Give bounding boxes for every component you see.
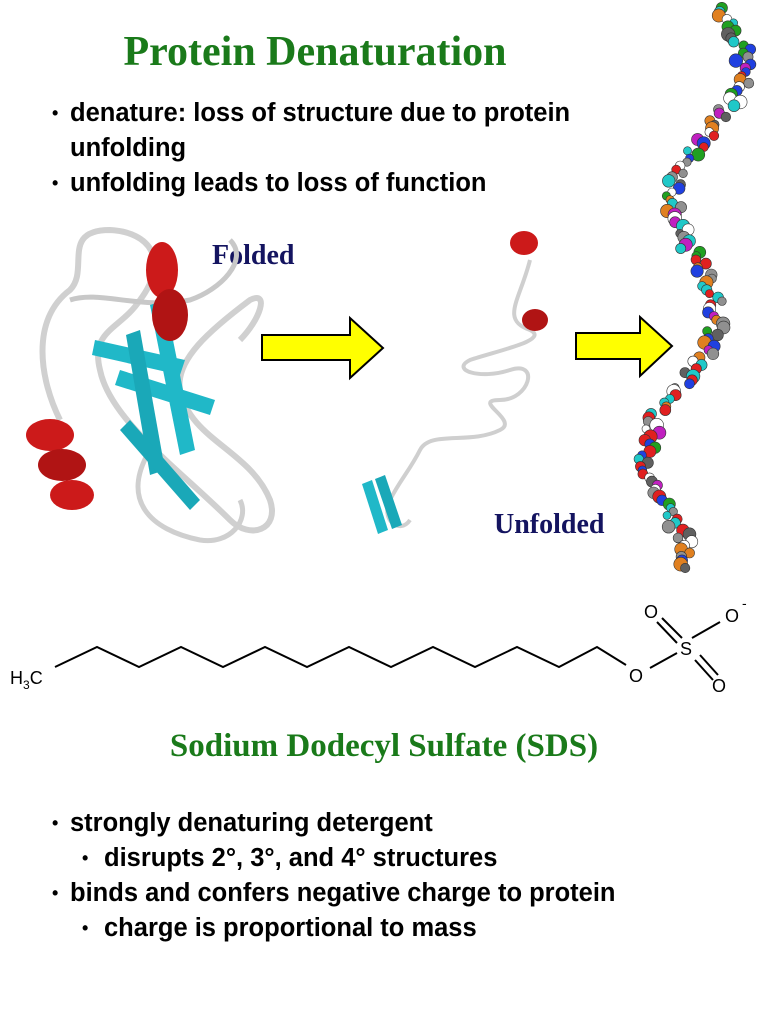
bullet-item: •unfolding leads to loss of function: [52, 166, 612, 201]
chain-atom: [720, 111, 732, 123]
chain-atom: [743, 77, 755, 89]
chem-oxygen-label: O: [644, 602, 658, 622]
folded-label: Folded: [212, 240, 295, 271]
chain-atom: [672, 532, 684, 544]
chem-oxygen-label: O: [712, 676, 726, 696]
chain-atom: [717, 296, 727, 306]
page-title: Protein Denaturation: [123, 29, 507, 75]
chain-atom: [661, 519, 676, 534]
chain-atom: [683, 146, 692, 156]
bullet-item: •strongly denaturing detergent: [52, 806, 752, 841]
chem-h3c-label: H3C: [10, 668, 43, 692]
bullet-icon: •: [82, 918, 89, 938]
chain-atom: [684, 378, 695, 390]
chain-atom: [662, 174, 676, 188]
bullet-icon: •: [52, 173, 59, 193]
unfolded-chain-image: [633, 2, 757, 573]
chem-oxygen-label: O: [629, 666, 643, 686]
partially-unfolded-protein-image: [362, 231, 548, 534]
sub-bullet-item: •disrupts 2°, 3°, and 4° structures: [52, 841, 752, 876]
chem-charge-label: -: [742, 595, 747, 611]
sds-title: Sodium Dodecyl Sulfate (SDS): [169, 728, 599, 764]
bullet-icon: •: [52, 103, 59, 123]
chain-atom: [680, 562, 691, 573]
chain-atom: [690, 264, 704, 278]
bullet-item: •denature: loss of structure due to prot…: [52, 96, 612, 166]
chain-atom: [727, 99, 741, 112]
bullet-icon: •: [82, 848, 89, 868]
bottom-bullet-list: •strongly denaturing detergent •disrupts…: [52, 806, 752, 946]
chem-oxygen-label: O: [725, 606, 739, 626]
chain-atom: [675, 243, 687, 254]
sds-structure-diagram: [54, 617, 721, 681]
sub-bullet-item: •charge is proportional to mass: [52, 911, 752, 946]
arrow-icon: [261, 315, 385, 381]
chain-atom: [728, 53, 744, 68]
chain-atom: [706, 347, 720, 360]
top-bullet-list: •denature: loss of structure due to prot…: [52, 96, 612, 201]
bullet-icon: •: [52, 883, 59, 903]
chain-atom: [708, 130, 720, 141]
bullet-icon: •: [52, 813, 59, 833]
bullet-item: •binds and confers negative charge to pr…: [52, 876, 752, 911]
chain-atom: [728, 36, 740, 48]
unfolded-label: Unfolded: [494, 509, 605, 540]
chain-atom: [705, 289, 714, 298]
folded-protein-image: [26, 226, 275, 544]
arrow-icon: [575, 314, 674, 379]
chem-sulfur-label: S: [680, 639, 692, 659]
chain-atom: [662, 511, 672, 520]
chain-atom: [678, 168, 688, 178]
chain-atom: [659, 404, 672, 416]
